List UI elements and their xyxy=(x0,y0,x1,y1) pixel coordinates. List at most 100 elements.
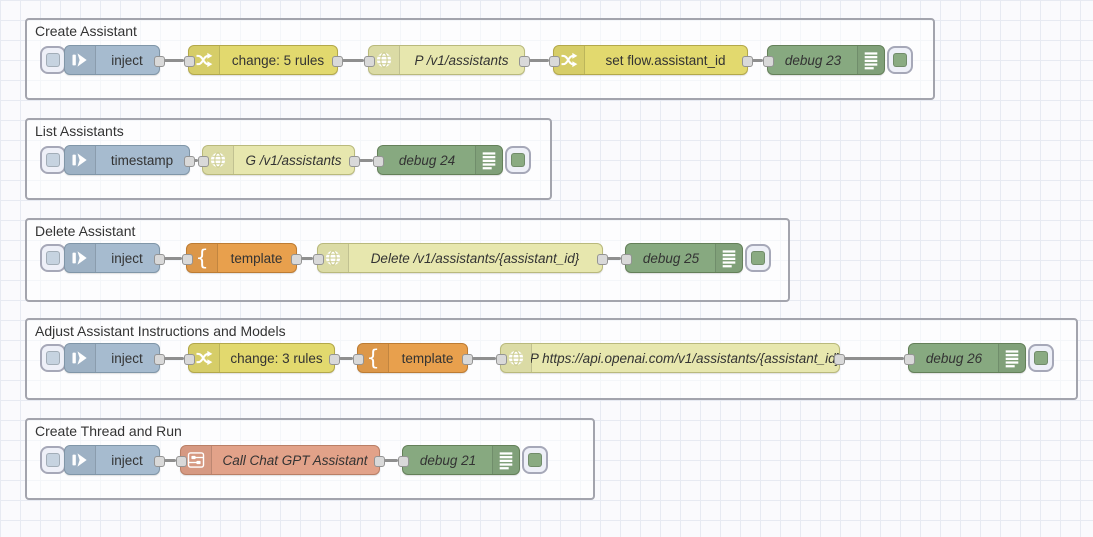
wire[interactable] xyxy=(164,58,184,62)
node-inject[interactable]: inject xyxy=(64,45,165,75)
node-change[interactable]: set flow.assistant_id xyxy=(548,45,753,75)
node-button-inner xyxy=(511,153,525,167)
input-port[interactable] xyxy=(183,55,195,67)
output-port[interactable] xyxy=(596,253,608,265)
debug-toggle-button[interactable] xyxy=(887,46,913,74)
node-label: change: 3 rules xyxy=(230,350,323,366)
input-port[interactable] xyxy=(181,253,193,265)
input-port[interactable] xyxy=(363,55,375,67)
node-label: inject xyxy=(111,452,143,468)
node-label: inject xyxy=(111,52,143,68)
node-change[interactable]: change: 5 rules xyxy=(183,45,343,75)
inject-button[interactable] xyxy=(40,46,66,74)
node-subflow[interactable]: Call Chat GPT Assistant xyxy=(175,445,385,475)
node-debug[interactable]: debug 24 xyxy=(372,145,503,175)
wire[interactable] xyxy=(164,256,182,260)
wire[interactable] xyxy=(301,256,313,260)
wire[interactable] xyxy=(359,158,373,162)
input-port[interactable] xyxy=(620,253,632,265)
node-icon-strip xyxy=(998,344,1025,372)
inject-button[interactable] xyxy=(40,146,66,174)
node-inject[interactable]: timestamp xyxy=(64,145,195,175)
node-label: debug 26 xyxy=(925,350,983,366)
node-template[interactable]: {template xyxy=(181,243,302,273)
input-port[interactable] xyxy=(197,155,209,167)
output-port[interactable] xyxy=(461,353,473,365)
node-http[interactable]: G /v1/assistants xyxy=(197,145,360,175)
node-http[interactable]: Delete /v1/assistants/{assistant_id} xyxy=(312,243,608,273)
node-label: set flow.assistant_id xyxy=(605,52,726,68)
wire[interactable] xyxy=(342,58,364,62)
output-port[interactable] xyxy=(153,455,165,467)
output-port[interactable] xyxy=(373,455,385,467)
input-port[interactable] xyxy=(903,353,915,365)
node-label: Delete /v1/assistants/{assistant_id} xyxy=(370,250,580,266)
output-port[interactable] xyxy=(331,55,343,67)
node-debug[interactable]: debug 26 xyxy=(903,343,1026,373)
wire[interactable] xyxy=(164,458,176,462)
node-label: debug 25 xyxy=(642,250,700,266)
node-inject[interactable]: inject xyxy=(64,343,165,373)
node-debug[interactable]: debug 23 xyxy=(762,45,885,75)
node-template[interactable]: {template xyxy=(352,343,473,373)
node-button-inner xyxy=(893,53,907,67)
input-port[interactable] xyxy=(352,353,364,365)
wire[interactable] xyxy=(752,58,763,62)
wire[interactable] xyxy=(607,256,621,260)
wire[interactable] xyxy=(844,356,904,360)
node-icon-strip xyxy=(65,446,96,474)
node-inject[interactable]: inject xyxy=(64,445,165,475)
output-port[interactable] xyxy=(833,353,845,365)
inject-button[interactable] xyxy=(40,344,66,372)
wire[interactable] xyxy=(529,58,549,62)
input-port[interactable] xyxy=(183,353,195,365)
output-port[interactable] xyxy=(290,253,302,265)
debug-list-icon xyxy=(720,247,738,269)
globe-icon xyxy=(323,248,343,268)
input-port[interactable] xyxy=(762,55,774,67)
input-port[interactable] xyxy=(312,253,324,265)
globe-icon xyxy=(506,348,526,368)
node-change[interactable]: change: 3 rules xyxy=(183,343,340,373)
node-debug[interactable]: debug 25 xyxy=(620,243,743,273)
subflow-icon xyxy=(186,450,206,470)
output-port[interactable] xyxy=(153,353,165,365)
wire[interactable] xyxy=(339,356,353,360)
node-inject[interactable]: inject xyxy=(64,243,165,273)
node-icon-strip: { xyxy=(358,344,389,372)
output-port[interactable] xyxy=(153,55,165,67)
input-port[interactable] xyxy=(495,353,507,365)
output-port[interactable] xyxy=(328,353,340,365)
inject-button[interactable] xyxy=(40,446,66,474)
node-label: P https://api.openai.com/v1/assistants/{… xyxy=(531,350,839,366)
group-label: Adjust Assistant Instructions and Models xyxy=(35,323,286,339)
shuffle-icon xyxy=(194,50,214,70)
input-port[interactable] xyxy=(175,455,187,467)
output-port[interactable] xyxy=(348,155,360,167)
output-port[interactable] xyxy=(741,55,753,67)
input-port[interactable] xyxy=(372,155,384,167)
wire[interactable] xyxy=(384,458,398,462)
debug-toggle-button[interactable] xyxy=(1028,344,1054,372)
node-http[interactable]: P https://api.openai.com/v1/assistants/{… xyxy=(495,343,845,373)
inject-arrow-icon xyxy=(70,50,90,70)
node-http[interactable]: P /v1/assistants xyxy=(363,45,530,75)
input-port[interactable] xyxy=(548,55,560,67)
wire[interactable] xyxy=(194,158,198,162)
group-label: Create Thread and Run xyxy=(35,423,182,439)
inject-button[interactable] xyxy=(40,244,66,272)
output-port[interactable] xyxy=(518,55,530,67)
debug-toggle-button[interactable] xyxy=(505,146,531,174)
debug-toggle-button[interactable] xyxy=(745,244,771,272)
node-label: template xyxy=(230,250,283,266)
node-debug[interactable]: debug 21 xyxy=(397,445,520,475)
node-label: G /v1/assistants xyxy=(245,152,342,168)
output-port[interactable] xyxy=(183,155,195,167)
wire[interactable] xyxy=(164,356,184,360)
node-icon-strip xyxy=(65,344,96,372)
output-port[interactable] xyxy=(153,253,165,265)
debug-toggle-button[interactable] xyxy=(522,446,548,474)
input-port[interactable] xyxy=(397,455,409,467)
wire[interactable] xyxy=(472,356,496,360)
